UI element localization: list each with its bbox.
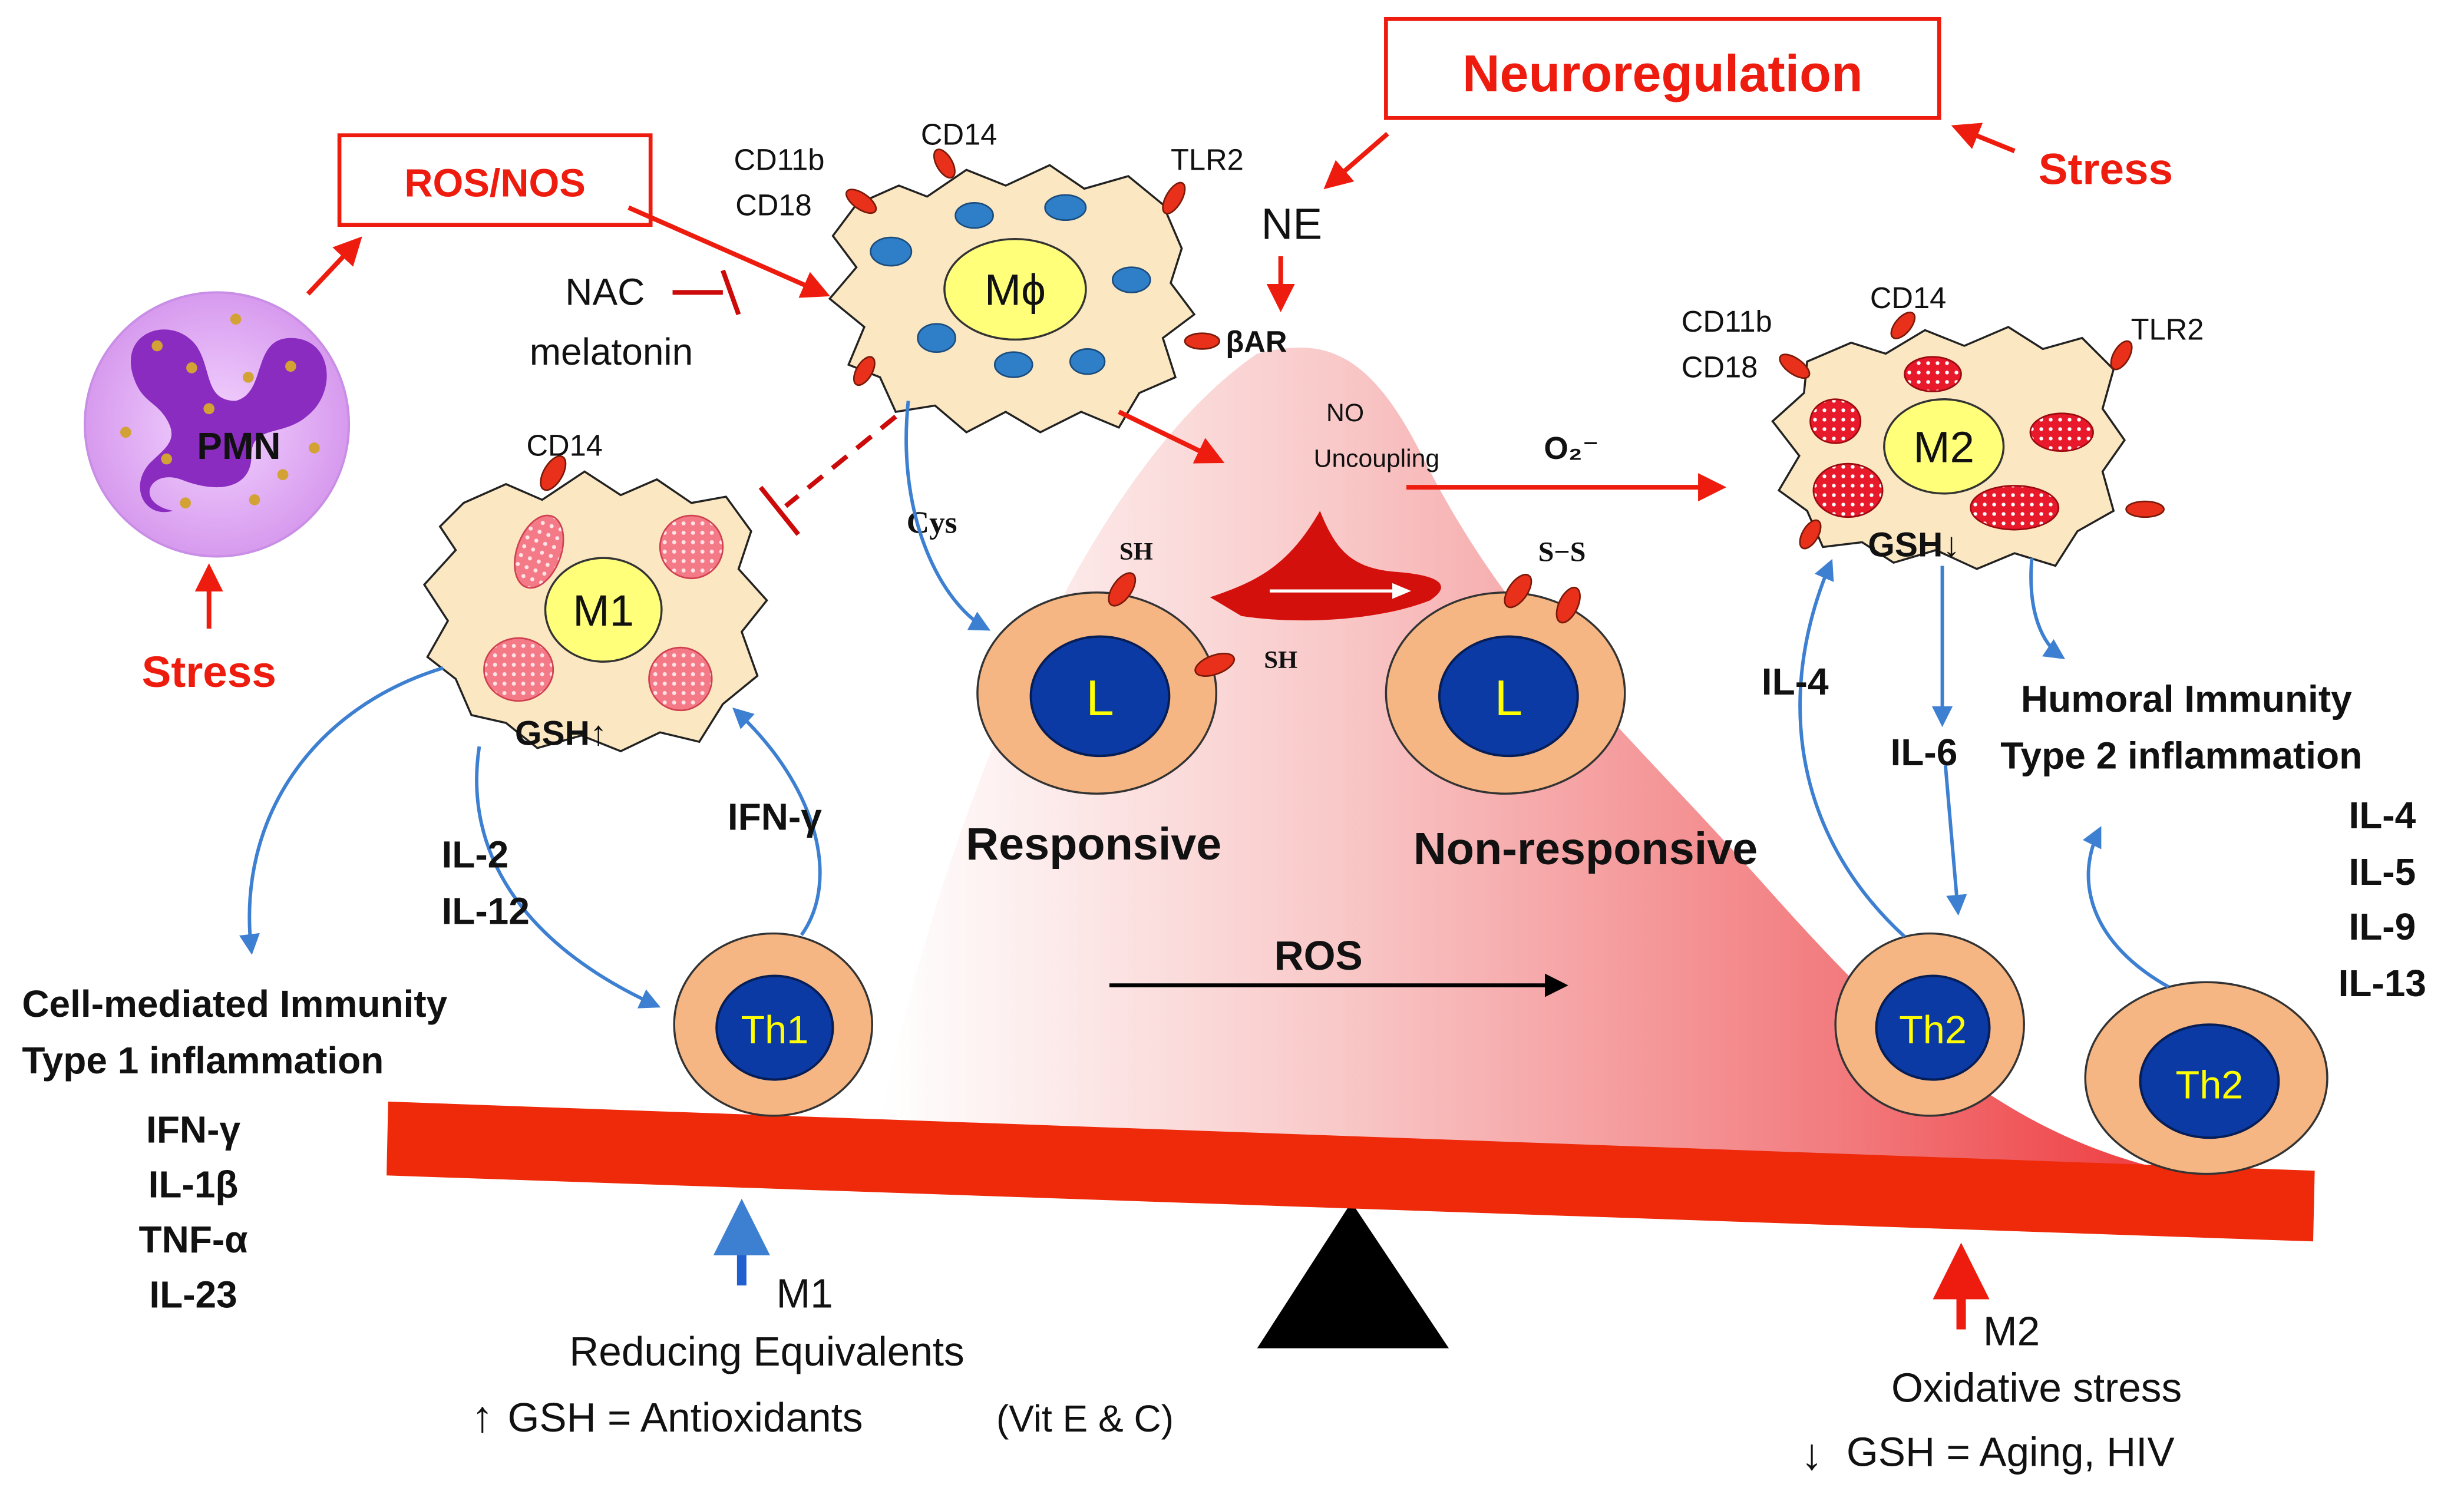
m1-label: M1 (573, 586, 634, 635)
arrow-th1-to-m1 (732, 708, 822, 936)
arrow-pmn-to-rosnos (306, 236, 362, 296)
m2-cd14-label: CD14 (1870, 281, 1947, 315)
macrophage-mphi: Mϕ (828, 148, 1220, 434)
mphi-beta-ar-label: βAR (1226, 325, 1287, 359)
th2-label-upper: Th2 (1899, 1009, 1967, 1052)
arrow-mphi-to-no (1118, 409, 1225, 464)
up-arrow-glyph: ↑ (471, 1391, 493, 1441)
swoosh-white-arrowhead (1392, 583, 1412, 599)
left-cytokine-2: IL-1β (148, 1163, 239, 1206)
th2-cell-lower: Th2 (2084, 981, 2328, 1175)
arrow-th2-to-humoral (2082, 826, 2170, 989)
left-cytokine-4: IL-23 (149, 1273, 237, 1315)
th1-cell: Th1 (673, 932, 873, 1117)
il12-label: IL-12 (441, 890, 529, 933)
no-label: NO (1326, 399, 1364, 427)
lymphocyte-label-left: L (1086, 670, 1114, 726)
arrow-m1-to-cell-mediated (239, 666, 444, 955)
type2-inflammation-title: Type 2 inflammation (2000, 735, 2362, 777)
ne-label: NE (1261, 199, 1322, 249)
il4-arrow-label: IL-4 (1762, 660, 1829, 703)
arrow-il6-to-th2 (1943, 765, 1967, 916)
humoral-immunity-title: Humoral Immunity (2021, 677, 2352, 720)
bottom-m2-label: M2 (1983, 1308, 2040, 1354)
uncoupling-label: Uncoupling (1314, 444, 1439, 472)
arrow-m1-to-th1 (475, 746, 661, 1009)
gsh-antioxidants-label: GSH = Antioxidants (507, 1394, 863, 1440)
m2-cd18-label: CD18 (1682, 350, 1758, 384)
arrow-neuroreg-to-ne (1323, 131, 1389, 190)
lymphocyte-non-responsive: L (1385, 574, 1626, 795)
macrophage-m1: M1 GSH↑ (422, 455, 768, 752)
bottom-m1-label: M1 (777, 1270, 833, 1316)
seesaw-fulcrum (1257, 1202, 1449, 1348)
m2-tlr2-label: TLR2 (2131, 312, 2204, 346)
macrophage-m2: M2 GSH↓ (1771, 311, 2165, 570)
mphi-cd11b-label: CD11b (734, 143, 825, 176)
mphi-cd18-label: CD18 (735, 189, 812, 222)
ifng-arrow-label: IFN-γ (728, 796, 822, 838)
humoral-panel: Humoral Immunity Type 2 inflammation IL-… (2000, 677, 2426, 1004)
neuroregulation-label: Neuroregulation (1462, 44, 1863, 103)
gsh-aging-hiv-label: GSH = Aging, HIV (1847, 1429, 2175, 1475)
left-cytokine-1: IFN-γ (146, 1108, 240, 1151)
sh-label-1: SH (1119, 538, 1153, 566)
lymphocyte-responsive: L (976, 572, 1236, 795)
th1-label: Th1 (741, 1009, 808, 1052)
right-cytokine-1: IL-4 (2349, 794, 2416, 837)
sh-label-2: SH (1264, 646, 1297, 674)
arrow-mphi-to-lymphocyte (904, 401, 991, 631)
vit-e-c-label: (Vit E & C) (996, 1397, 1174, 1440)
reducing-equivalents-label: Reducing Equivalents (569, 1328, 965, 1374)
pmn-label: PMN (197, 425, 280, 467)
right-cytokine-3: IL-9 (2349, 905, 2416, 948)
arrow-rosnos-to-mphi (627, 205, 831, 298)
mphi-m1-inhibition (758, 414, 897, 536)
cell-mediated-title: Cell-mediated Immunity (22, 983, 447, 1025)
right-cytokine-4: IL-13 (2339, 962, 2426, 1004)
neuroregulation-box (1384, 16, 1941, 120)
m2-label: M2 (1913, 422, 1974, 471)
m1-cd14-label: CD14 (526, 429, 603, 462)
ros-nos-label: ROS/NOS (404, 162, 585, 206)
oxidative-stress-label: Oxidative stress (1891, 1364, 2182, 1410)
arrow-th2-to-m2 (1798, 558, 1906, 938)
ss-label: S−S (1538, 536, 1586, 567)
mphi-cd14-label: CD14 (921, 118, 998, 151)
stress-label-top-right: Stress (2039, 144, 2173, 193)
responsive-label: Responsive (966, 819, 1221, 870)
arrow-m2-to-humoral (2029, 557, 2066, 660)
right-cytokine-2: IL-5 (2349, 851, 2416, 893)
m2-gsh-label: GSH↓ (1868, 525, 1960, 564)
mphi-tlr2-label: TLR2 (1171, 143, 1244, 176)
ros-nos-box (337, 133, 653, 227)
nac-label: NAC (565, 271, 645, 313)
lymphocyte-label-right: L (1495, 670, 1522, 726)
non-responsive-label: Non-responsive (1413, 824, 1758, 874)
blue-arrows (239, 401, 2170, 1009)
cell-mediated-panel: Cell-mediated Immunity Type 1 inflammati… (22, 983, 447, 1315)
redox-swoosh (1210, 511, 1441, 621)
m1-gsh-label: GSH↑ (515, 714, 607, 752)
arrow-stress-to-neuroreg (1951, 123, 2016, 154)
down-arrow-glyph: ↓ (1801, 1429, 1822, 1479)
th2-cell-upper: Th2 (1834, 932, 2025, 1117)
superoxide-label: O₂⁻ (1544, 431, 1598, 466)
red-arrows (194, 123, 2016, 1330)
seesaw-beam (387, 1101, 2315, 1242)
m2-cd11b-label: CD11b (1682, 305, 1772, 338)
type1-inflammation-title: Type 1 inflammation (22, 1039, 384, 1082)
pmn-cell: PMN (84, 291, 351, 558)
ros-label: ROS (1274, 933, 1363, 979)
stress-label-left: Stress (142, 647, 276, 696)
il6-label: IL-6 (1891, 731, 1958, 774)
mphi-label: Mϕ (985, 265, 1046, 315)
melatonin-label: melatonin (530, 330, 693, 373)
th2-label-lower: Th2 (2176, 1064, 2244, 1108)
nac-inhibition (672, 269, 741, 316)
il2-label: IL-2 (441, 834, 508, 876)
left-cytokine-3: TNF-α (139, 1218, 248, 1261)
